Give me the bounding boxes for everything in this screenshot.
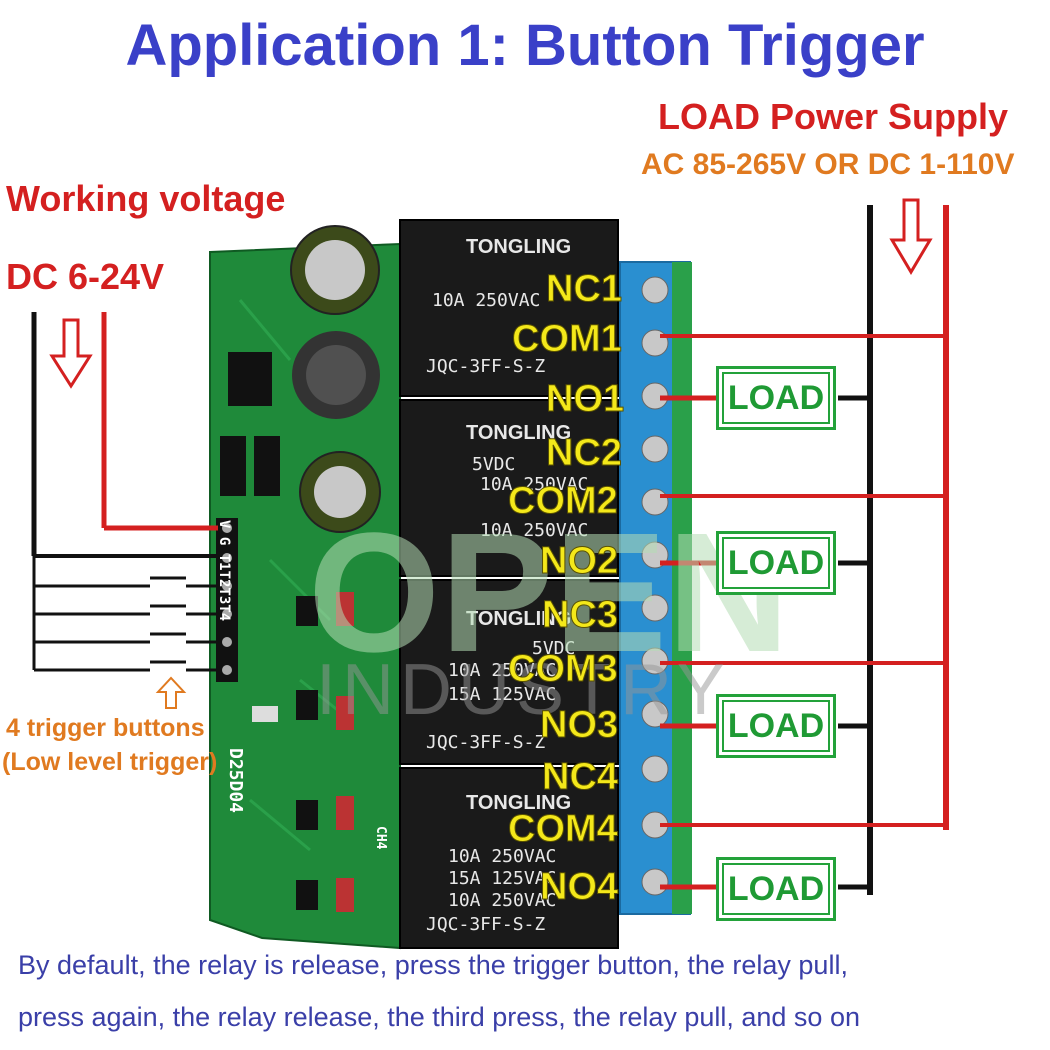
pcb-board bbox=[209, 225, 401, 950]
relay-spec: 10A 250VAC bbox=[480, 474, 589, 495]
load-supply-title: LOAD Power Supply bbox=[658, 96, 1009, 137]
relay-spec: 10A 250VAC bbox=[448, 846, 557, 867]
pcb-board-id: D25D04 bbox=[225, 748, 246, 814]
terminal-block bbox=[619, 261, 692, 915]
load-label: LOAD bbox=[722, 372, 830, 424]
pin-label-no1: NO1 bbox=[545, 378, 625, 421]
pcb-ch-label: CH4 bbox=[373, 826, 388, 850]
pin-label-nc3: NC3 bbox=[541, 594, 619, 637]
relay-brand: TONGLING bbox=[466, 422, 572, 444]
relay-spec: 5VDC bbox=[472, 454, 516, 475]
working-voltage-wires bbox=[31, 312, 218, 670]
working-voltage-range: DC 6-24V bbox=[6, 256, 165, 297]
load-box-4: LOAD bbox=[716, 857, 836, 921]
load-label: LOAD bbox=[722, 700, 830, 752]
relay-model: JQC-3FF-S-Z bbox=[426, 356, 546, 377]
pin-label-com2: COM2 bbox=[508, 480, 619, 523]
relay-brand: TONGLING bbox=[466, 608, 572, 630]
trigger-buttons bbox=[34, 576, 218, 672]
load-box-3: LOAD bbox=[716, 694, 836, 758]
pcb-header-labels: V G T1T2T3T4 bbox=[216, 520, 232, 622]
relay-bodies bbox=[399, 219, 619, 949]
relay-spec: 10A 250VAC bbox=[448, 660, 557, 681]
down-arrow-icon bbox=[49, 198, 933, 389]
no-wires bbox=[660, 395, 870, 890]
com-wires bbox=[660, 334, 946, 827]
relay-spec: 10A 250VAC bbox=[448, 890, 557, 911]
pin-label-no3: NO3 bbox=[539, 704, 619, 747]
working-voltage-title: Working voltage bbox=[6, 178, 286, 219]
relay-spec: 15A 125VAC bbox=[448, 684, 557, 705]
relay-model: JQC-3FF-S-Z bbox=[426, 732, 546, 753]
load-label: LOAD bbox=[722, 537, 830, 589]
pin-label-no2: NO2 bbox=[539, 540, 619, 583]
trigger-note-line2: (Low level trigger) bbox=[2, 748, 218, 776]
relay-spec: 5VDC bbox=[532, 638, 576, 659]
pin-label-nc4: NC4 bbox=[541, 756, 619, 799]
pin-label-com4: COM4 bbox=[508, 808, 619, 851]
relay-model: JQC-3FF-S-Z bbox=[426, 914, 546, 935]
relay-brand: TONGLING bbox=[466, 236, 572, 258]
pin-label-com1: COM1 bbox=[512, 318, 623, 361]
description-line2: press again, the relay release, the thir… bbox=[18, 1002, 860, 1032]
load-supply-rails bbox=[867, 205, 949, 895]
relay-brand: TONGLING bbox=[466, 792, 572, 814]
up-arrow-icon bbox=[155, 676, 187, 709]
load-supply-range: AC 85-265V OR DC 1-110V bbox=[641, 148, 1015, 181]
pin-label-nc2: NC2 bbox=[545, 432, 623, 475]
relay-spec: 10A 250VAC bbox=[432, 290, 541, 311]
page-title: Application 1: Button Trigger bbox=[125, 13, 925, 78]
relay-spec: 10A 250VAC bbox=[480, 520, 589, 541]
trigger-note-line1: 4 trigger buttons bbox=[6, 714, 205, 742]
load-box-1: LOAD bbox=[716, 366, 836, 430]
pin-label-nc1: NC1 bbox=[545, 268, 623, 311]
pin-label-no4: NO4 bbox=[539, 866, 619, 909]
pin-label-com3: COM3 bbox=[508, 648, 619, 691]
relay-spec: 15A 125VAC bbox=[448, 868, 557, 889]
description-line1: By default, the relay is release, press … bbox=[18, 950, 848, 980]
load-box-2: LOAD bbox=[716, 531, 836, 595]
load-label: LOAD bbox=[722, 863, 830, 915]
